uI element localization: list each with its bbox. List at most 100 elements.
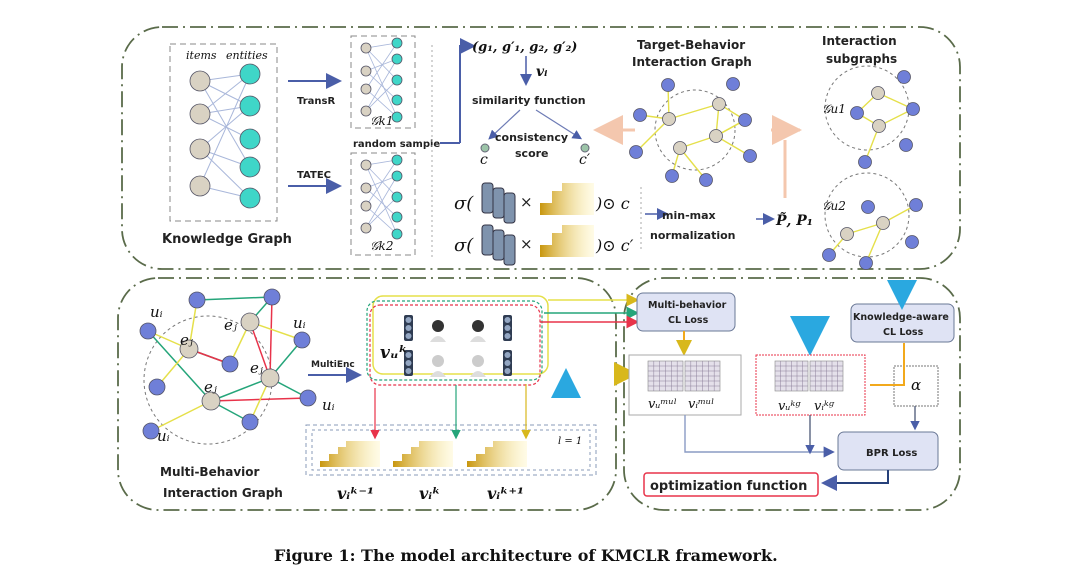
times-symbol: × bbox=[520, 235, 533, 253]
neuron-icon bbox=[504, 325, 511, 331]
entity-node bbox=[391, 191, 403, 203]
subgraph-k2-box bbox=[350, 152, 416, 256]
gk1-label: 𝒢k1 bbox=[370, 114, 393, 128]
items-label: items bbox=[186, 49, 217, 62]
edge bbox=[249, 321, 271, 379]
embedding-staircase bbox=[540, 183, 594, 215]
neuron-icon bbox=[405, 352, 412, 358]
user-node bbox=[822, 248, 836, 262]
user-node bbox=[726, 77, 740, 91]
edge bbox=[199, 148, 251, 199]
edge bbox=[365, 164, 398, 235]
user-node bbox=[221, 355, 239, 373]
item-node bbox=[360, 42, 372, 54]
user-node bbox=[899, 138, 913, 152]
subgraphs-title-1: Interaction bbox=[822, 34, 897, 48]
item-node bbox=[360, 200, 372, 212]
edge bbox=[635, 118, 670, 153]
embedding-staircase bbox=[540, 225, 594, 257]
entity-node bbox=[391, 111, 403, 123]
figure-caption: Figure 1: The model architecture of KMCL… bbox=[274, 546, 778, 565]
layer-embedding-icon bbox=[320, 441, 380, 467]
entity-node bbox=[239, 156, 261, 178]
edge bbox=[199, 105, 251, 150]
ui-label: uᵢ bbox=[322, 396, 335, 414]
edge bbox=[668, 103, 720, 120]
neural-layer-icon bbox=[481, 224, 494, 256]
bpr-label: BPR Loss bbox=[866, 448, 917, 459]
neural-layer-icon bbox=[492, 229, 505, 261]
gk2-label: 𝒢k2 bbox=[370, 239, 393, 253]
neuron-icon bbox=[405, 325, 412, 331]
user-node bbox=[699, 173, 713, 187]
bottom-left-frame bbox=[117, 277, 617, 511]
edge bbox=[865, 222, 884, 264]
neuron-icon bbox=[405, 333, 412, 339]
edge bbox=[150, 400, 212, 432]
avatar-body-icon bbox=[470, 336, 486, 342]
avatar-body-icon bbox=[470, 371, 486, 377]
subgraph-k1-box bbox=[350, 35, 416, 129]
edge bbox=[199, 73, 251, 187]
avatar-head-icon bbox=[432, 355, 444, 367]
item-node bbox=[360, 159, 372, 171]
ej-label: eⱼ bbox=[250, 359, 263, 377]
consistency-label: consistency bbox=[495, 131, 568, 144]
edge bbox=[365, 58, 398, 112]
optimization-label: optimization function bbox=[650, 479, 807, 494]
user-node bbox=[263, 288, 281, 306]
item-node bbox=[709, 129, 723, 143]
layer-embedding-icon bbox=[393, 441, 453, 467]
vu-mul-label: vᵤᵐᵘˡ bbox=[648, 397, 677, 412]
entity-node bbox=[391, 53, 403, 65]
user-node bbox=[859, 256, 873, 270]
item-node bbox=[189, 70, 211, 92]
entities-label: entities bbox=[226, 49, 268, 62]
vu-kg-label: vᵤᵏᵍ bbox=[778, 399, 801, 414]
entity-node bbox=[240, 312, 260, 332]
kg-cl-2: CL Loss bbox=[883, 327, 924, 338]
vi-label: vᵢ bbox=[536, 64, 547, 80]
vi-km1-label: vᵢᵏ⁻¹ bbox=[337, 484, 374, 503]
edge bbox=[365, 205, 398, 235]
edge bbox=[147, 330, 212, 402]
mb-cl-1: Multi-behavior bbox=[648, 300, 727, 311]
edge bbox=[365, 47, 398, 81]
item-node bbox=[360, 105, 372, 117]
user-node bbox=[861, 200, 875, 214]
avatar-head-icon bbox=[432, 320, 444, 332]
hadamard-suffix: )⊙ c′ bbox=[595, 236, 634, 255]
target-title-2: Interaction Graph bbox=[632, 55, 752, 69]
neuron-icon bbox=[504, 317, 511, 323]
user-node bbox=[293, 331, 311, 349]
subgraphs-title-2: subgraphs bbox=[826, 52, 897, 66]
entity-node bbox=[391, 154, 403, 166]
vi-kp1-label: vᵢᵏ⁺¹ bbox=[487, 484, 524, 503]
sigma-symbol: σ( bbox=[454, 193, 474, 214]
neuron-icon bbox=[405, 317, 412, 323]
entity-node bbox=[201, 391, 221, 411]
user-node bbox=[665, 169, 679, 183]
item-node bbox=[360, 222, 372, 234]
neuron-icon bbox=[504, 368, 511, 374]
neural-layer-icon bbox=[503, 192, 516, 224]
mb-title-2: Interaction Graph bbox=[163, 486, 283, 500]
user-node bbox=[629, 145, 643, 159]
item-node bbox=[872, 119, 886, 133]
entity-node bbox=[391, 170, 403, 182]
entity-node bbox=[391, 228, 403, 240]
edge bbox=[365, 47, 398, 118]
vi-mul-label: vᵢᵐᵘˡ bbox=[688, 397, 714, 412]
vi-k-label: vᵢᵏ bbox=[419, 484, 441, 503]
entity-node bbox=[391, 37, 403, 49]
hadamard-suffix: )⊙ c bbox=[595, 194, 630, 213]
edge bbox=[365, 175, 398, 189]
edge bbox=[365, 42, 398, 90]
layer-embedding-icon bbox=[467, 441, 527, 467]
entity-node bbox=[391, 211, 403, 223]
neuron-icon bbox=[504, 360, 511, 366]
user-node bbox=[633, 108, 647, 122]
c-prime-label: c′ bbox=[579, 152, 591, 168]
normalization-label: normalization bbox=[650, 229, 735, 242]
